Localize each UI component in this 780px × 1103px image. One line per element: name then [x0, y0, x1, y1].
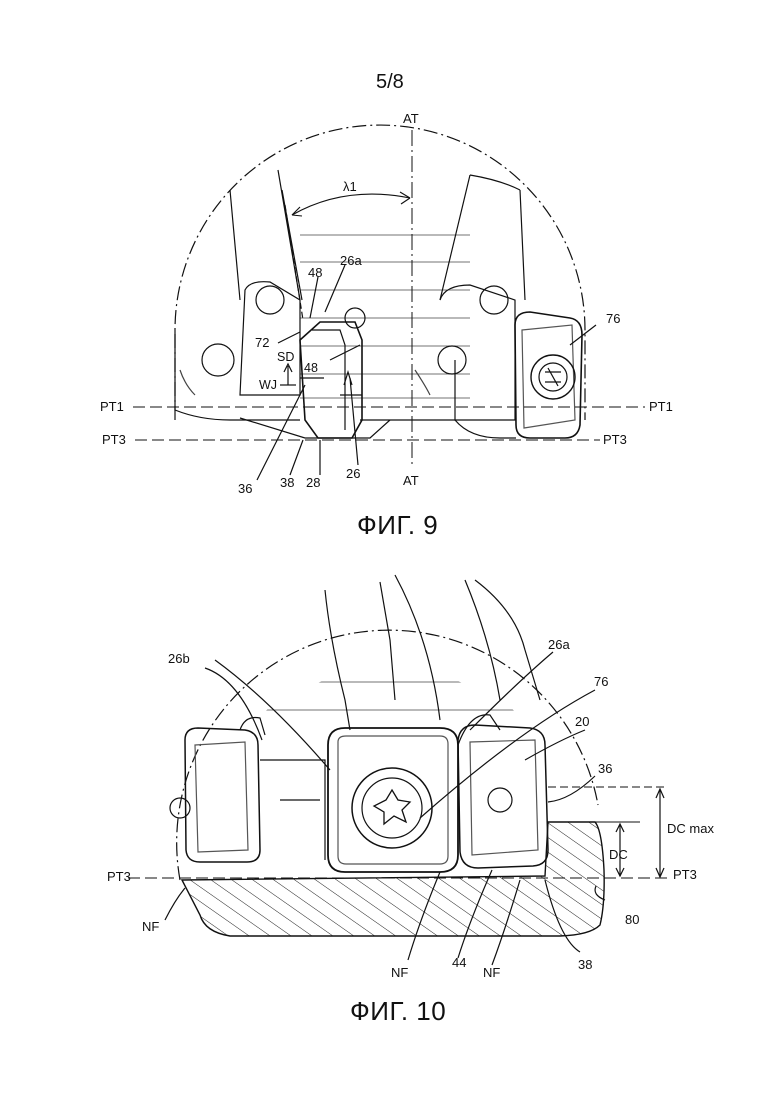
fig9-label-at-bottom: AT [403, 474, 419, 487]
fig10-label-26b: 26b [168, 652, 190, 665]
fig9-insert [300, 322, 362, 438]
fig10-label-dc-max: DC max [667, 822, 714, 835]
fig10-label-nf-right: NF [483, 966, 500, 979]
fig9-label-at-top: AT [403, 112, 419, 125]
fig9-background-lines [300, 235, 470, 398]
fig9-lambda-arc [292, 194, 410, 215]
fig9-caption: ФИГ. 9 [357, 512, 438, 538]
fig9-label-48-upper: 48 [308, 266, 322, 279]
fig10-label-44: 44 [452, 956, 466, 969]
fig9-label-pt1-right: PT1 [649, 400, 673, 413]
fig10-label-nf-center: NF [391, 966, 408, 979]
fig9-label-76: 76 [606, 312, 620, 325]
fig10-label-26a: 26a [548, 638, 570, 651]
fig10-center-insert [328, 728, 458, 872]
fig9-label-48-lower: 48 [304, 362, 318, 375]
fig9-label-36: 36 [238, 482, 252, 495]
fig9-label-pt3-right: PT3 [603, 433, 627, 446]
fig9-label-26a: 26a [340, 254, 362, 267]
fig10-label-pt3-right: PT3 [673, 868, 697, 881]
fig10-label-20: 20 [575, 715, 589, 728]
fig9-label-26: 26 [346, 467, 360, 480]
fig10-label-38: 38 [578, 958, 592, 971]
fig9-label-72: 72 [255, 336, 269, 349]
fig10-drawing [128, 575, 668, 965]
fig9-label-lambda1: λ1 [343, 180, 357, 193]
fig10-label-nf-left: NF [142, 920, 159, 933]
fig9-right-wall [440, 175, 525, 300]
fig9-hole-1 [202, 344, 234, 376]
fig9-drawing [133, 125, 645, 480]
fig9-label-sd: SD [277, 351, 294, 364]
fig10-tool-arm-right [475, 580, 540, 700]
fig10-caption: ФИГ. 10 [350, 998, 446, 1024]
fig9-label-pt1-left: PT1 [100, 400, 124, 413]
fig10-label-pt3-left: PT3 [107, 870, 131, 883]
fig9-label-28: 28 [306, 476, 320, 489]
fig9-label-wj: WJ [259, 379, 277, 392]
fig9-label-pt3-left: PT3 [102, 433, 126, 446]
fig10-label-dc: DC [609, 848, 628, 861]
fig9-hole-2 [256, 286, 284, 314]
fig10-workpiece [182, 822, 604, 936]
fig10-label-80: 80 [625, 913, 639, 926]
fig9-left-wall [230, 170, 302, 300]
fig10-screw-76 [352, 768, 432, 848]
fig9-label-38: 38 [280, 476, 294, 489]
fig9-right-pocket [440, 285, 515, 420]
fig10-tool-arm-center [395, 575, 500, 720]
fig10-tool-arm-left [325, 582, 395, 730]
sheet-number: 5/8 [376, 72, 404, 92]
fig9-hole-3 [438, 346, 466, 374]
fig10-label-36: 36 [598, 762, 612, 775]
fig10-label-76: 76 [594, 675, 608, 688]
